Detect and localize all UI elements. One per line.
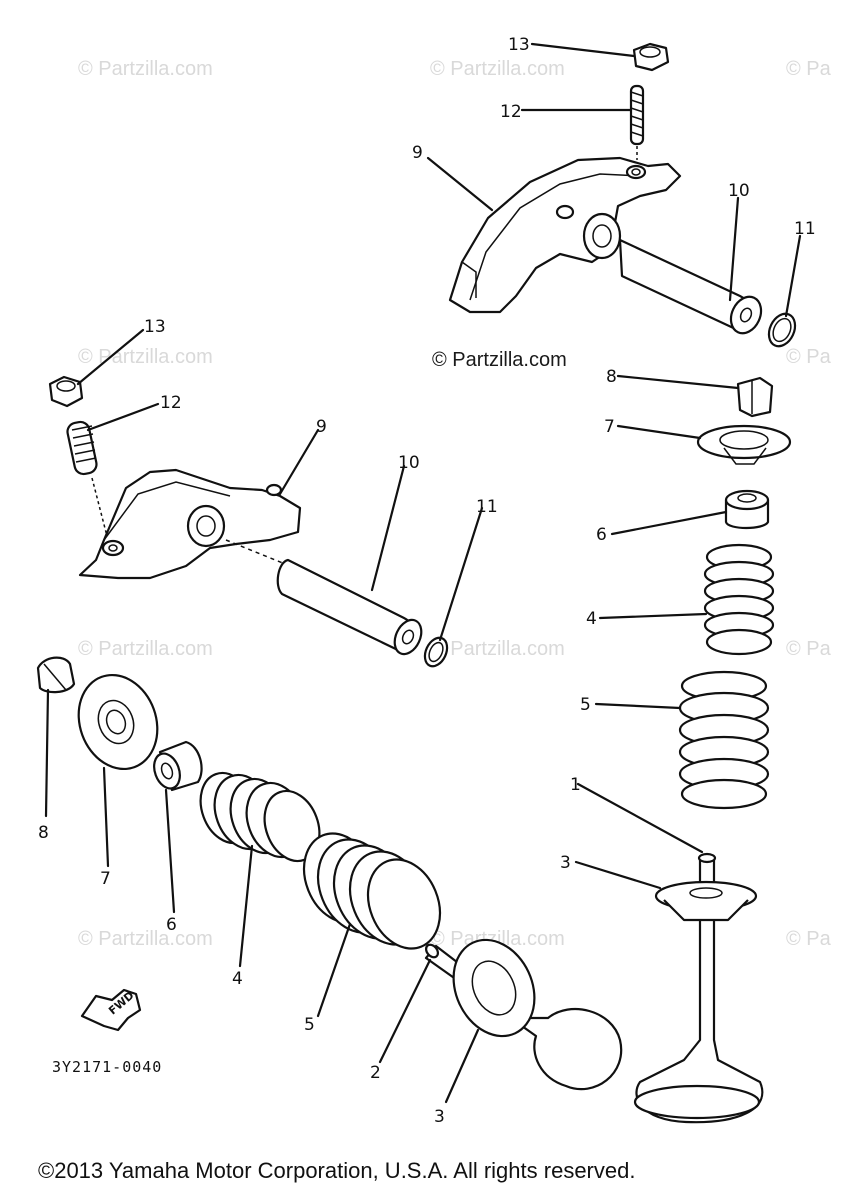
inner-spring-4-left [199,771,321,863]
watermark: © Partzilla.com [78,346,213,368]
rocker-arm-9-upper [448,156,682,314]
callout-3-left: 3 [434,1107,445,1127]
callout-12-lower: 12 [160,393,182,413]
callout-4-left: 4 [232,969,243,989]
locknut-13-upper [632,42,670,72]
callout-6-left: 6 [166,915,177,935]
stem-seal-6-left [153,740,203,792]
watermark: © Pa [786,58,832,80]
outer-spring-5-right [678,670,770,810]
callout-13-lower: 13 [144,317,166,337]
rocker-shaft-10-upper [618,238,763,335]
spring-retainer-7-left [77,673,159,771]
callout-labels: 13 12 9 10 11 13 12 9 10 11 8 7 6 4 5 1 … [38,35,816,1127]
leader-lines [44,42,802,1104]
watermark: © Partzilla.com [78,58,213,80]
watermark: © Pa [786,346,832,368]
watermark: © Pa [786,928,832,950]
watermark: © Pa [786,638,832,660]
callout-11-lower: 11 [476,497,498,517]
callout-7-left: 7 [100,869,111,889]
watermark: © Partzilla.com [430,928,565,950]
callout-1: 1 [570,775,581,795]
watermark: © Partzilla.com [78,928,213,950]
rocker-arm-assembly-upper [448,42,797,348]
center-watermark: © Partzilla.com [432,349,567,371]
valve-stack-left [36,656,623,1091]
callout-10-lower: 10 [398,453,420,473]
locknut-13-lower [48,375,84,408]
rocker-arm-9-lower [78,468,302,580]
inner-spring-4-right [703,543,775,656]
valve-seat-3-left [452,938,536,1038]
callout-8-left: 8 [38,823,49,843]
callout-9-lower: 9 [316,417,327,437]
watermark-layer: © Partzilla.com © Partzilla.com © Pa © P… [78,58,832,950]
outer-spring-5-left [302,832,442,950]
watermark: © Partzilla.com [430,58,565,80]
callout-4-right: 4 [586,609,597,629]
watermark: © Partzilla.com [430,638,565,660]
valve-cotter-8-left [36,656,76,694]
callout-5-right: 5 [580,695,591,715]
valve-stack-right [633,376,792,1124]
callout-6-right: 6 [596,525,607,545]
valve-seat-3-right [654,880,758,922]
callout-12-upper: 12 [500,102,522,122]
o-ring-11-upper [767,312,797,348]
callout-10-upper: 10 [728,181,750,201]
callout-2: 2 [370,1063,381,1083]
adjuster-screw-12-upper [629,84,645,160]
copyright-notice: ©2013 Yamaha Motor Corporation, U.S.A. A… [38,1158,635,1183]
rocker-arm-assembly-lower [48,375,449,668]
callout-11-upper: 11 [794,219,816,239]
callout-3-right: 3 [560,853,571,873]
rocker-shaft-10-lower [225,539,423,656]
spring-retainer-7-right [696,424,792,465]
forward-arrow-icon: FWD [80,988,142,1032]
diagram-part-code: 3Y2171-0040 [52,1058,162,1076]
stem-seal-6-right [724,489,770,530]
callout-8-right: 8 [606,367,617,387]
callout-5-left: 5 [304,1015,315,1035]
adjuster-screw-12-lower [66,420,109,541]
callout-7-right: 7 [604,417,615,437]
watermark: © Partzilla.com [78,638,213,660]
valve-1-right [633,852,764,1124]
callout-13-upper: 13 [508,35,530,55]
callout-9-upper: 9 [412,143,423,163]
valve-cotter-8-right [736,376,774,418]
